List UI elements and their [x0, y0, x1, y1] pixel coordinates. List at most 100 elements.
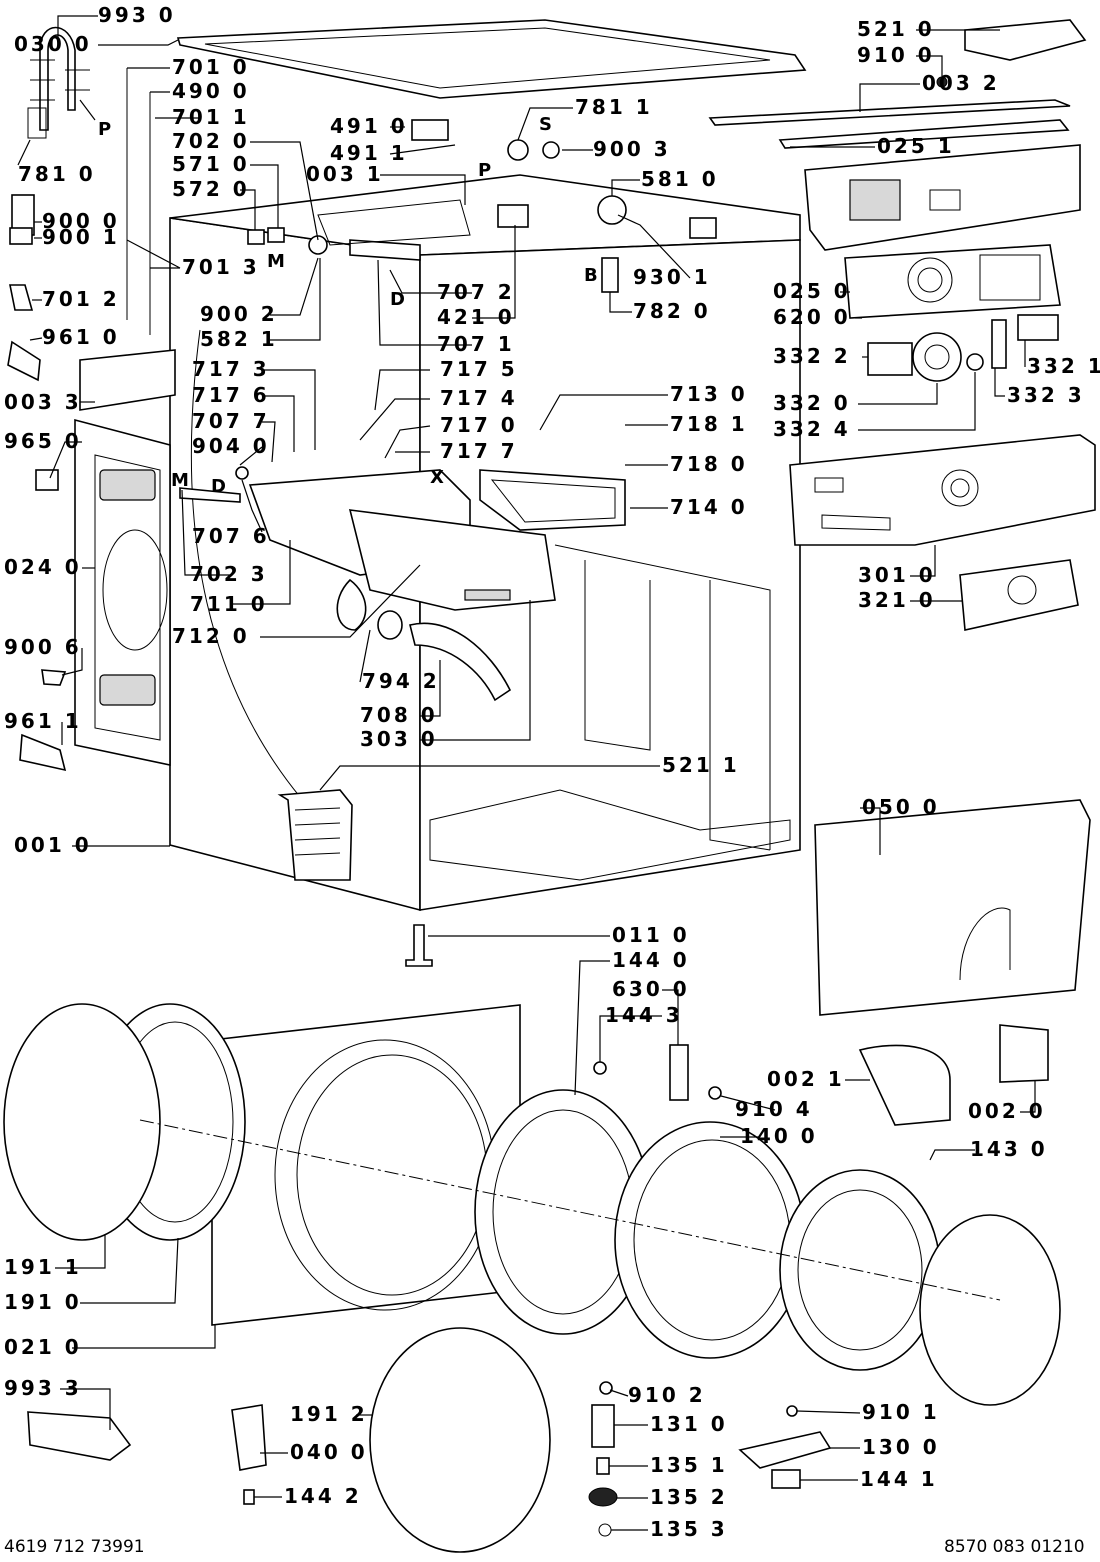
door-inner-ring	[779, 1169, 941, 1371]
part-label: 965 0	[4, 429, 82, 453]
part-label: 961 0	[42, 325, 120, 349]
part-label: 003 3	[4, 390, 82, 414]
part-label: 701 3	[182, 255, 260, 279]
part-label: 191 2	[290, 1402, 368, 1426]
rear-bracket	[79, 349, 176, 411]
part-label: 904 0	[192, 434, 270, 458]
part-label: 794 2	[362, 669, 440, 693]
marker-letter: D	[211, 476, 226, 497]
part-label: 491 1	[330, 141, 408, 165]
part-label: 707 2	[437, 280, 515, 304]
part-label: 301 0	[858, 563, 936, 587]
part-label: 708 0	[360, 703, 438, 727]
part-label: 717 4	[440, 386, 518, 410]
door-glass	[919, 1214, 1061, 1406]
part-label: 993 3	[4, 1376, 82, 1400]
part-label: 718 1	[670, 412, 748, 436]
part-label: 143 0	[970, 1137, 1048, 1161]
door-outer-ring	[614, 1121, 806, 1359]
control-rail	[778, 119, 1070, 149]
part-label: 630 0	[612, 977, 690, 1001]
part-label: 717 6	[192, 383, 270, 407]
control-overlay	[959, 559, 1079, 631]
part-drawings	[3, 19, 1096, 1553]
part-label: 140 0	[740, 1124, 818, 1148]
part-label: 135 1	[650, 1453, 728, 1477]
part-label: 714 0	[670, 495, 748, 519]
part-label: 002 1	[767, 1067, 845, 1091]
control-top-strip	[708, 99, 1071, 126]
cabinet-back	[419, 239, 801, 911]
part-label: 571 0	[172, 152, 250, 176]
marker-letter: X	[430, 467, 444, 488]
rear-drum-cover	[3, 1003, 161, 1241]
dispenser-tray	[479, 469, 626, 531]
marker-letter: S	[539, 114, 552, 135]
marker-letter: B	[584, 265, 598, 286]
part-label: 900 6	[4, 635, 82, 659]
part-label: 144 0	[612, 948, 690, 972]
part-label: 144 1	[860, 1467, 938, 1491]
part-label: 702 3	[190, 562, 268, 586]
part-label: 024 0	[4, 555, 82, 579]
control-housing	[804, 144, 1081, 251]
part-label: 582 1	[200, 327, 278, 351]
part-label: 910 2	[628, 1383, 706, 1407]
part-label: 144 2	[284, 1484, 362, 1508]
part-label: 717 5	[440, 357, 518, 381]
part-label: 025 1	[877, 134, 955, 158]
part-label: 711 0	[190, 592, 268, 616]
part-label: 620 0	[773, 305, 851, 329]
part-label: 040 0	[290, 1440, 368, 1464]
part-label: 572 0	[172, 177, 250, 201]
part-label: 421 0	[437, 305, 515, 329]
part-label: 332 2	[773, 344, 851, 368]
part-label: 135 2	[650, 1485, 728, 1509]
inlet-hose	[39, 26, 76, 131]
motor-bracket	[277, 789, 353, 881]
part-label: 001 0	[14, 833, 92, 857]
part-label: 021 0	[4, 1335, 82, 1359]
drawing-number-right: 8570 083 01210	[944, 1537, 1085, 1557]
part-label: 581 0	[641, 167, 719, 191]
part-label: 961 1	[4, 709, 82, 733]
drain-pipe	[409, 622, 512, 702]
front-panel	[211, 1004, 521, 1326]
part-label: 993 0	[98, 3, 176, 27]
part-label: 332 3	[1007, 383, 1085, 407]
lower-front-panel	[814, 799, 1091, 1016]
part-label: 332 1	[1027, 354, 1100, 378]
marker-letter: M	[171, 470, 189, 491]
part-label: 910 4	[735, 1097, 813, 1121]
part-label: 144 3	[605, 1003, 683, 1027]
part-label: 717 0	[440, 413, 518, 437]
part-label: 930 1	[633, 265, 711, 289]
part-label: 025 0	[773, 279, 851, 303]
part-label: 900 2	[200, 302, 278, 326]
part-label: 900 3	[593, 137, 671, 161]
part-label: 131 0	[650, 1412, 728, 1436]
part-label: 303 0	[360, 727, 438, 751]
leader-lines	[17, 15, 1036, 1531]
part-label: 701 2	[42, 287, 120, 311]
part-label: 717 7	[440, 439, 518, 463]
top-frame	[176, 19, 807, 99]
part-label: 191 1	[4, 1255, 82, 1279]
marker-letter: M	[267, 251, 285, 272]
part-label: 707 6	[192, 524, 270, 548]
part-label: 050 0	[862, 795, 940, 819]
part-label: 011 0	[612, 923, 690, 947]
part-label: 491 0	[330, 114, 408, 138]
part-label: 781 0	[18, 162, 96, 186]
main-pcb	[844, 244, 1061, 319]
part-label: 707 1	[437, 332, 515, 356]
part-labels: 993 0 030 0 701 0 490 0 701 1 781 0 900 …	[4, 3, 1100, 1541]
part-label: 521 1	[662, 753, 740, 777]
motor-control-module	[964, 19, 1087, 61]
part-label: 713 0	[670, 382, 748, 406]
part-label: 521 0	[857, 17, 935, 41]
part-label: 910 0	[857, 43, 935, 67]
porthole-gasket	[369, 1327, 551, 1553]
part-label: 490 0	[172, 79, 250, 103]
